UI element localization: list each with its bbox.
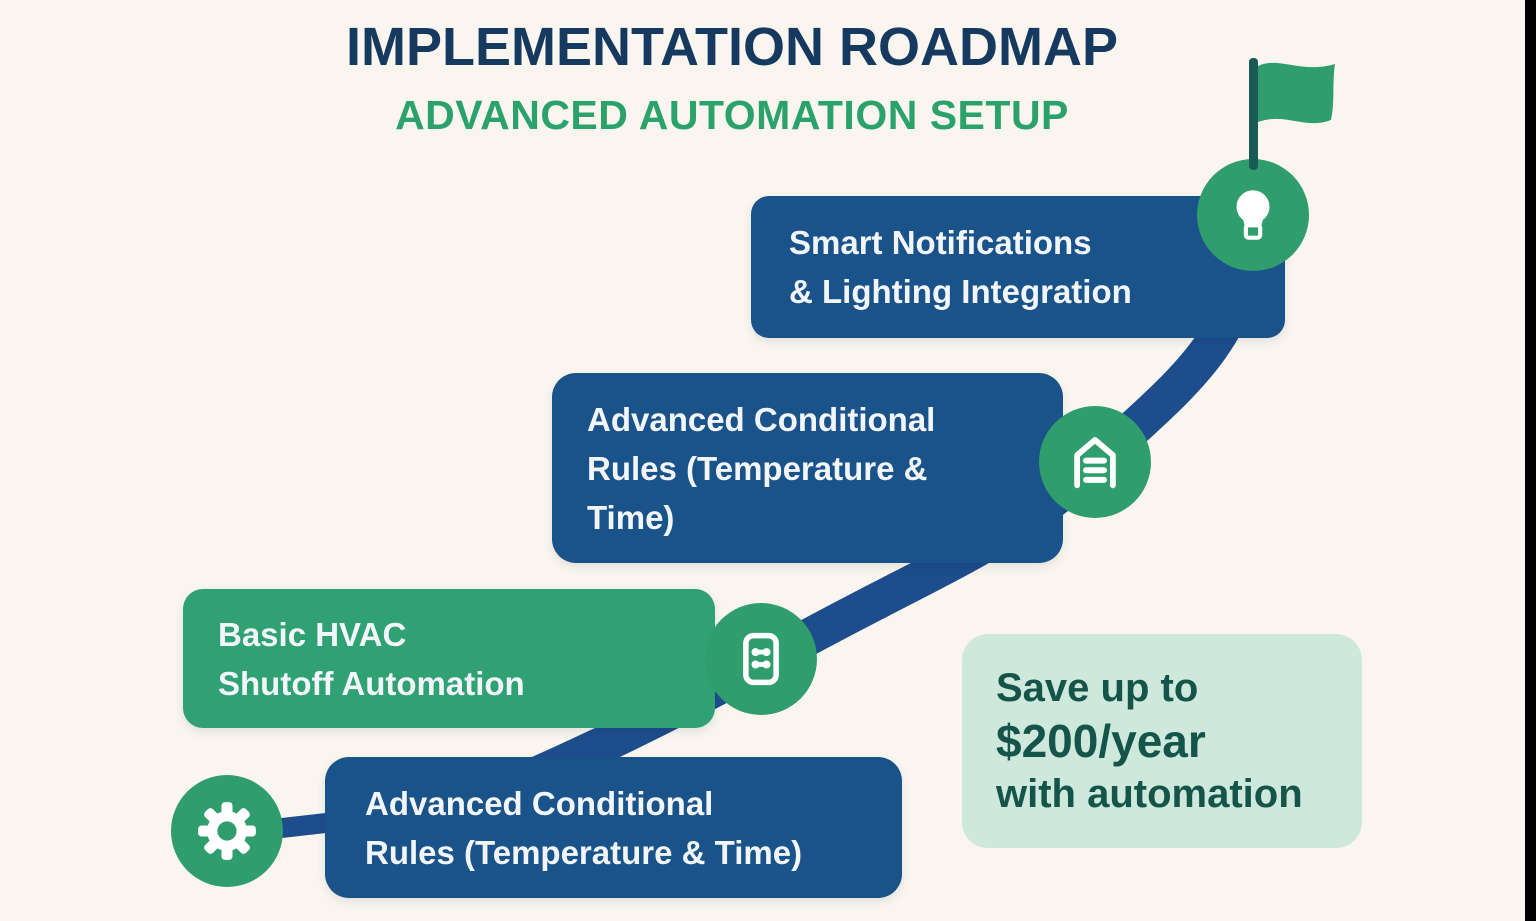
- milestone-node-step1: [171, 775, 283, 887]
- milestone-box-step3: Advanced Conditional Rules (Temperature …: [552, 373, 1063, 563]
- gear-icon: [198, 802, 256, 860]
- milestone-label-line: Rules (Temperature & Time): [365, 833, 803, 871]
- milestone-box-step2: Basic HVAC Shutoff Automation: [183, 589, 715, 728]
- savings-card: Save up to $200/year with automation: [962, 634, 1362, 848]
- milestone-label-line: Advanced Conditional: [365, 784, 714, 822]
- milestone-label-line: Basic HVAC: [218, 615, 407, 653]
- milestone-box-step4: Smart Notifications & Lighting Integrati…: [751, 196, 1285, 338]
- garage-door-icon: [1074, 437, 1116, 489]
- control-panel-icon: [743, 632, 779, 686]
- milestone-label-line: Time): [587, 498, 675, 536]
- milestone-label-line: Advanced Conditional: [587, 400, 936, 438]
- finish-flag-icon: [1249, 58, 1335, 170]
- milestone-node-step4: [1197, 159, 1309, 271]
- milestone-node-step3: [1039, 406, 1151, 518]
- milestone-label-line: Rules (Temperature &: [587, 449, 928, 487]
- milestone-node-step2: [705, 603, 817, 715]
- milestone-label-line: Shutoff Automation: [218, 664, 525, 702]
- savings-amount: $200/year: [996, 715, 1206, 767]
- screen-edge-bar: [1525, 0, 1536, 921]
- milestone-label-line: Smart Notifications: [789, 224, 1092, 261]
- milestone-box-step1: Advanced Conditional Rules (Temperature …: [325, 757, 902, 898]
- savings-line: Save up to: [996, 666, 1199, 710]
- page-subtitle: ADVANCED AUTOMATION SETUP: [395, 92, 1069, 138]
- lightbulb-icon: [1236, 190, 1270, 240]
- milestone-label-line: & Lighting Integration: [789, 273, 1132, 310]
- savings-line: with automation: [996, 772, 1303, 816]
- page-title: IMPLEMENTATION ROADMAP: [346, 17, 1118, 77]
